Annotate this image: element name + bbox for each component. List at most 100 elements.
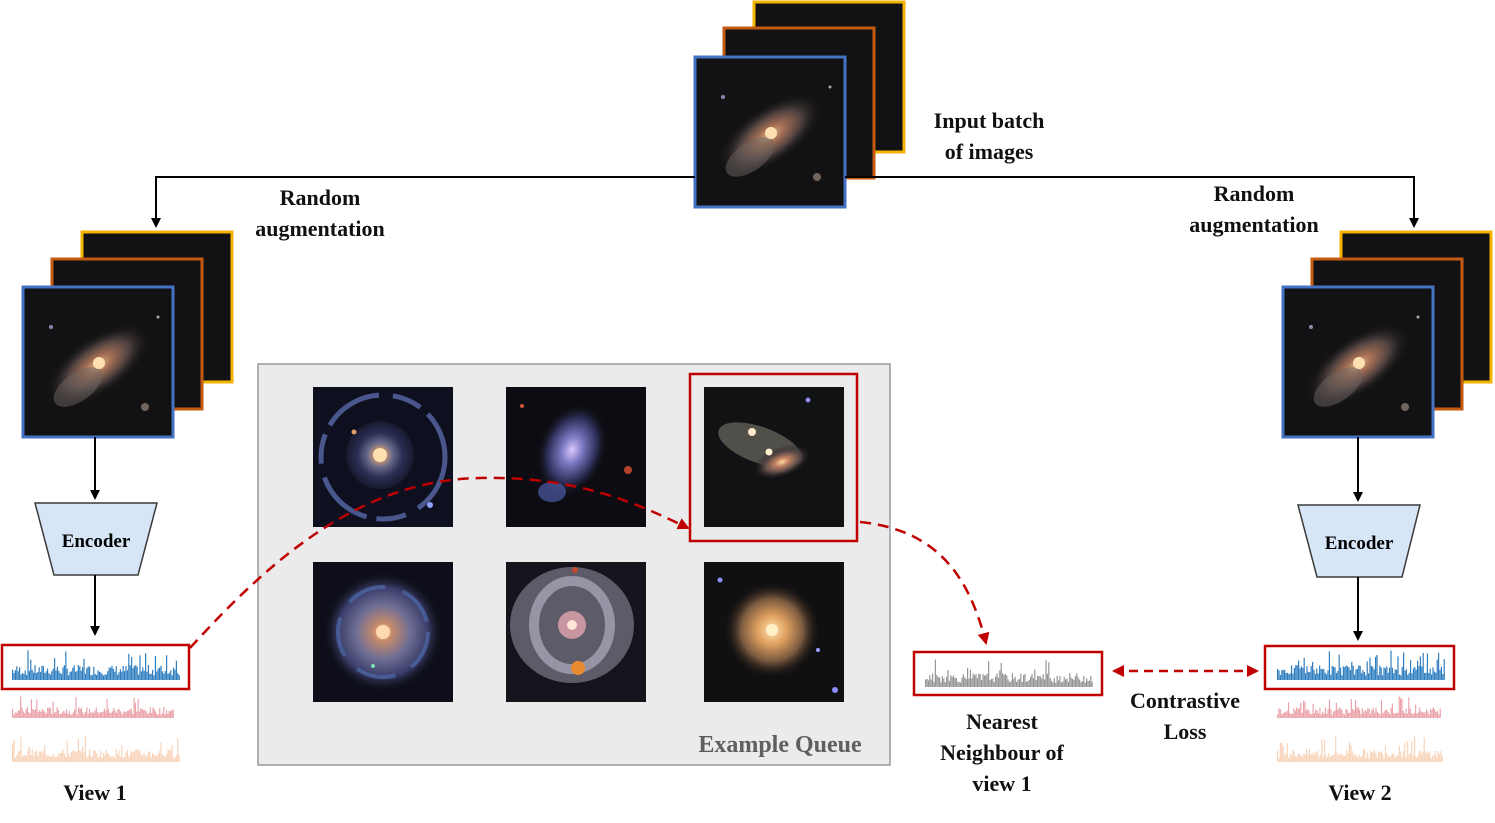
feature-bar: [1389, 714, 1391, 718]
feature-bar: [1320, 714, 1322, 718]
feature-bar: [1362, 749, 1364, 762]
feature-bar: [97, 757, 99, 762]
feature-bar: [68, 675, 70, 680]
feature-bar: [1431, 709, 1433, 718]
feature-bar: [1339, 708, 1342, 718]
left-augmented-stack: [21, 230, 234, 439]
feature-bar: [42, 666, 44, 680]
queue-image-1: [313, 387, 453, 527]
feature-bar: [1035, 680, 1037, 687]
feature-bar: [1404, 670, 1406, 680]
feature-bar: [1349, 670, 1351, 680]
feature-bar: [83, 658, 85, 680]
feature-bar: [1326, 674, 1328, 680]
feature-bar: [1086, 678, 1088, 687]
feature-bar: [996, 673, 998, 687]
feature-bar: [1307, 708, 1309, 718]
feature-bar: [1426, 751, 1428, 762]
feature-bar: [1429, 751, 1431, 762]
feature-bar: [1438, 714, 1440, 718]
feature-bar: [56, 666, 58, 680]
feature-bar: [1056, 675, 1058, 687]
input-batch-stack: [693, 0, 906, 209]
feature-bar: [65, 756, 67, 762]
feature-bar: [1358, 665, 1360, 680]
feature-bar: [1294, 710, 1296, 718]
feature-bar: [1370, 665, 1372, 680]
feature-bar: [140, 754, 142, 762]
feature-bar: [160, 714, 162, 718]
feature-bar: [157, 753, 159, 762]
feature-bar: [1431, 756, 1434, 762]
feature-bar: [1415, 704, 1417, 718]
feature-bar: [168, 672, 170, 680]
feature-bar: [1407, 741, 1409, 762]
feature-bar: [1296, 707, 1298, 718]
feature-bar: [927, 680, 929, 687]
feature-bar: [142, 710, 145, 718]
feature-bar: [1319, 754, 1322, 762]
feature-bar: [960, 682, 962, 687]
feature-bar: [66, 709, 68, 718]
feature-bar: [178, 755, 180, 762]
feature-bar: [1377, 751, 1380, 762]
feature-bar: [1382, 675, 1384, 680]
feature-bar: [149, 751, 151, 762]
feature-bar: [1422, 751, 1424, 762]
encoder-left: Encoder: [34, 502, 158, 576]
feature-bar: [1337, 671, 1339, 680]
feature-bar: [135, 665, 137, 680]
feature-bar: [1053, 678, 1055, 687]
view1-feature-peach: [12, 736, 180, 762]
feature-bar: [94, 673, 96, 680]
feature-bar: [146, 671, 148, 680]
feature-bar: [136, 666, 138, 680]
feature-bar: [94, 710, 96, 718]
feature-bar: [108, 667, 110, 680]
feature-bar: [98, 713, 100, 718]
feature-bar: [52, 753, 54, 762]
feature-bar: [1413, 712, 1415, 718]
feature-bar: [1409, 708, 1411, 718]
feature-bar: [1377, 675, 1379, 680]
feature-bar: [1300, 666, 1302, 680]
feature-bar: [1296, 756, 1298, 762]
feature-bar: [1387, 756, 1389, 762]
feature-bar: [145, 653, 147, 680]
feature-bar: [1326, 713, 1328, 718]
feature-bar: [175, 660, 177, 680]
feature-bar: [989, 680, 991, 687]
feature-bar: [84, 711, 87, 718]
feature-bar: [1077, 677, 1079, 687]
feature-bar: [114, 671, 116, 680]
feature-bar: [54, 658, 56, 680]
feature-bar: [17, 671, 19, 680]
feature-bar: [91, 756, 93, 762]
feature-bar: [1277, 669, 1279, 680]
feature-bar: [126, 670, 128, 680]
feature-bar: [114, 758, 116, 762]
feature-bar: [1340, 667, 1342, 680]
feature-bar: [1393, 713, 1395, 718]
feature-bar: [1357, 757, 1359, 762]
feature-bar: [1307, 671, 1309, 680]
feature-bar: [1357, 707, 1359, 718]
feature-bar: [17, 710, 19, 718]
feature-bar: [154, 655, 156, 680]
feature-bar: [1379, 714, 1381, 718]
feature-bar: [936, 675, 938, 687]
feature-bar: [26, 707, 28, 718]
feature-bar: [1315, 709, 1317, 718]
feature-bar: [105, 710, 107, 718]
feature-bar: [1410, 713, 1413, 718]
feature-bar: [34, 665, 36, 680]
feature-bar: [1365, 675, 1367, 680]
feature-bar: [1409, 752, 1411, 762]
feature-bar: [1436, 756, 1438, 762]
feature-bar: [23, 673, 25, 680]
feature-bar: [1312, 703, 1314, 718]
feature-bar: [1044, 679, 1046, 687]
feature-bar: [1039, 676, 1041, 687]
feature-bar: [159, 751, 161, 762]
feature-bar: [1405, 669, 1407, 680]
